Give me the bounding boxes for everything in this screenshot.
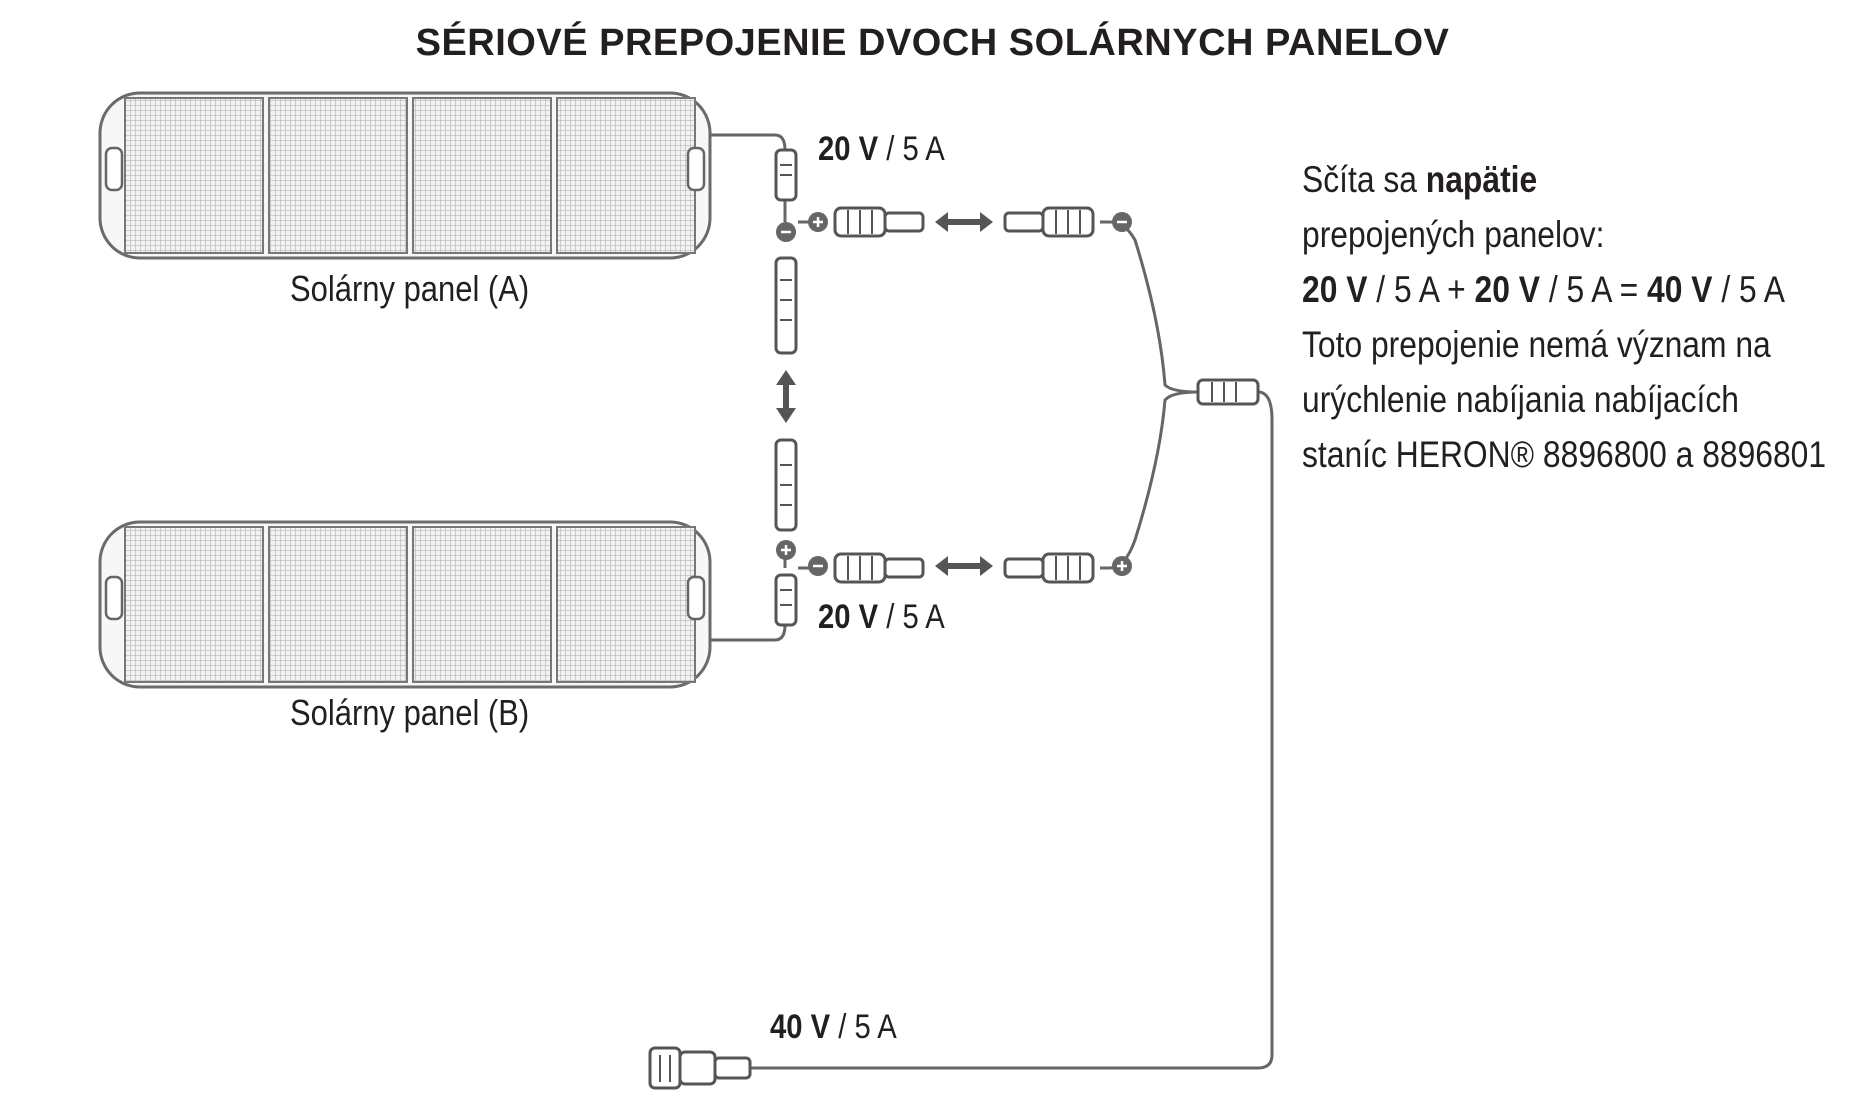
panel-b-label: Solárny panel (B) [290,692,530,733]
minus-terminal-icon [808,556,828,576]
solar-panel-b-icon [98,520,712,689]
mc4-connector-pair-bottom-icon [833,552,1095,584]
note-line: staníc HERON® 8896800 a 8896801 [1302,434,1827,475]
panel-a-voltage-label: 20 V / 5 A [818,130,945,169]
panel-b-current: / 5 A [886,598,945,636]
panel-a-voltage: 20 V [818,130,879,168]
minus-terminal-icon [1112,212,1132,232]
page-title: SÉRIOVÉ PREPOJENIE DVOCH SOLÁRNYCH PANEL… [415,22,1450,64]
output-plug-icon [648,1046,752,1090]
info-line-2: prepojených panelov: [1302,214,1605,255]
output-current: / 5 A [838,1008,897,1046]
panel-a-label: Solárny panel (A) [290,268,530,309]
vertical-double-arrow-icon [776,370,796,423]
output-voltage: 40 V [770,1008,831,1046]
horizontal-double-arrow-icon [935,212,993,232]
horizontal-double-arrow-icon [935,556,993,576]
note-line: urýchlenie nabíjania nabíjacích [1302,379,1739,420]
plus-terminal-icon [1112,556,1132,576]
panel-a-current: / 5 A [886,130,945,168]
mc4-connector-a-vertical-icon [774,148,798,355]
panel-b-voltage: 20 V [818,598,879,636]
note-line: Toto prepojenie nemá význam na [1302,324,1771,365]
plus-terminal-icon [776,540,796,560]
cable-lines [710,133,1274,1070]
voltage-equation: 20 V / 5 A + 20 V / 5 A = 40 V / 5 A [1302,269,1786,310]
mc4-connector-b-vertical-icon [774,438,798,627]
solar-panel-a-icon [98,91,712,260]
info-text: Sčíta sa napätie prepojených panelov: 20… [1302,152,1827,482]
minus-terminal-icon [776,222,796,242]
y-splitter-connector-icon [1196,378,1260,406]
output-voltage-label: 40 V / 5 A [770,1008,897,1047]
panel-b-voltage-label: 20 V / 5 A [818,598,945,637]
plus-terminal-icon [808,212,828,232]
mc4-connector-pair-top-icon [833,206,1095,238]
info-line-1: Sčíta sa napätie [1302,159,1538,200]
